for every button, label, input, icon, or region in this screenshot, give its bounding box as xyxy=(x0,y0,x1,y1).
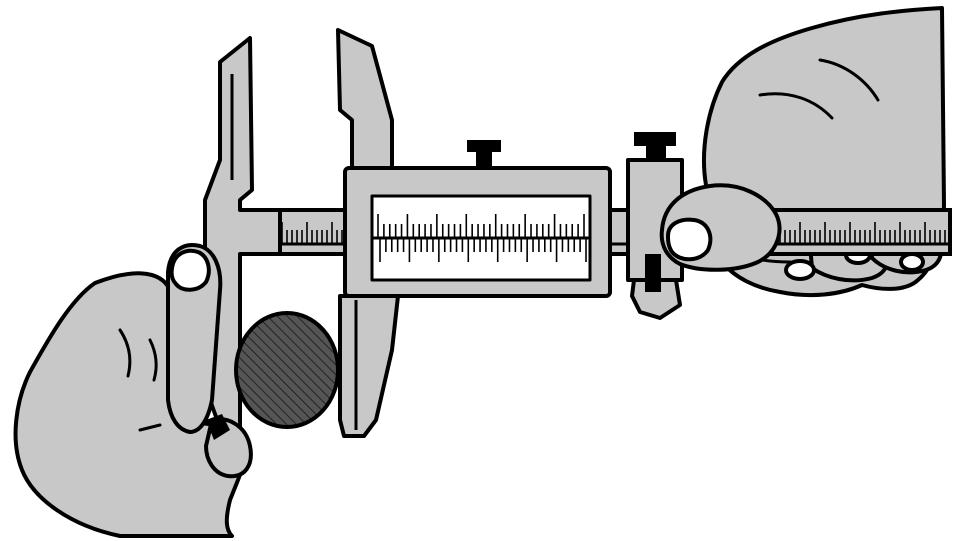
workpiece-round-bar xyxy=(234,311,340,429)
left-hand xyxy=(13,243,253,538)
vernier-scale-ticks xyxy=(377,214,587,262)
right-thumb xyxy=(659,183,782,272)
sliding-jaw xyxy=(336,28,612,438)
